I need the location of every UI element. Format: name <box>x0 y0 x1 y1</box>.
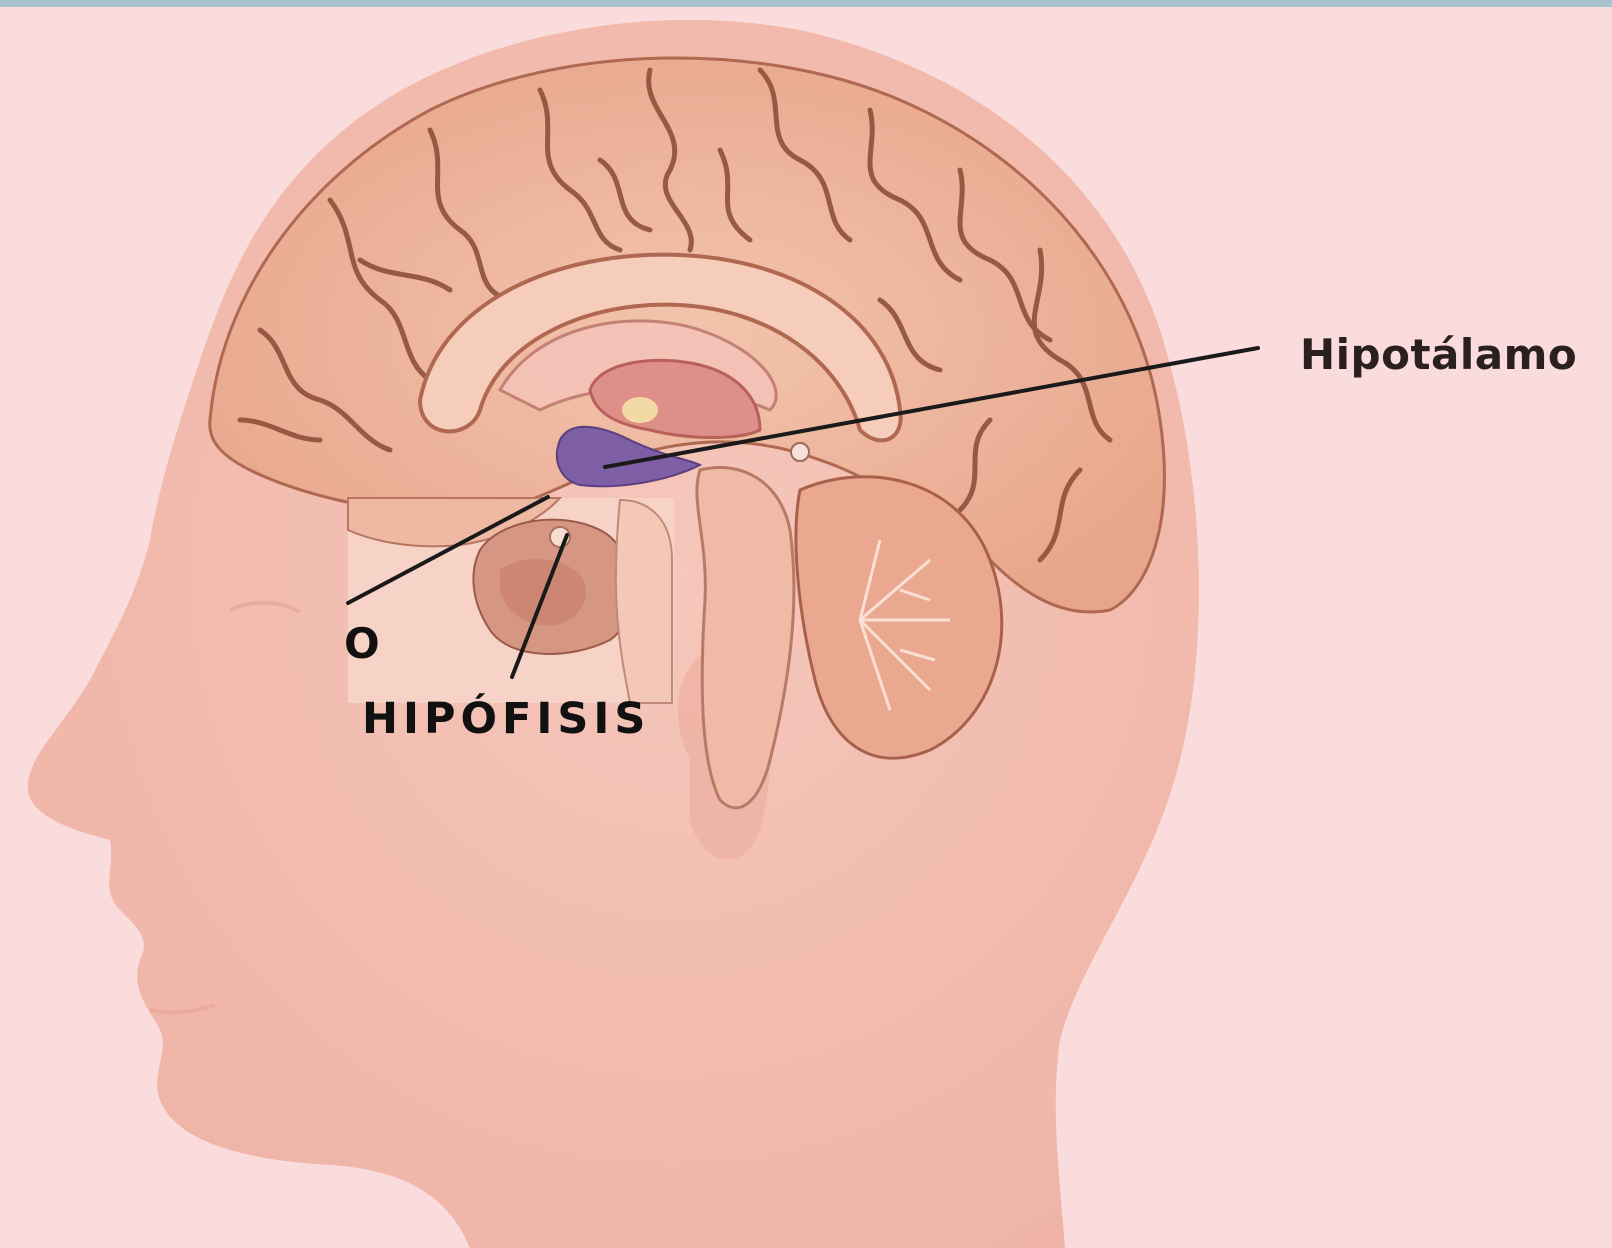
thalamus-nucleus <box>622 397 658 423</box>
label-hipotalamo: Hipotálamo <box>1300 330 1577 379</box>
label-fragment: O <box>344 619 380 668</box>
hipotalamo-marker <box>791 443 809 461</box>
inset-panel <box>348 498 674 703</box>
label-hipofisis: HIPÓFISIS <box>362 694 650 744</box>
